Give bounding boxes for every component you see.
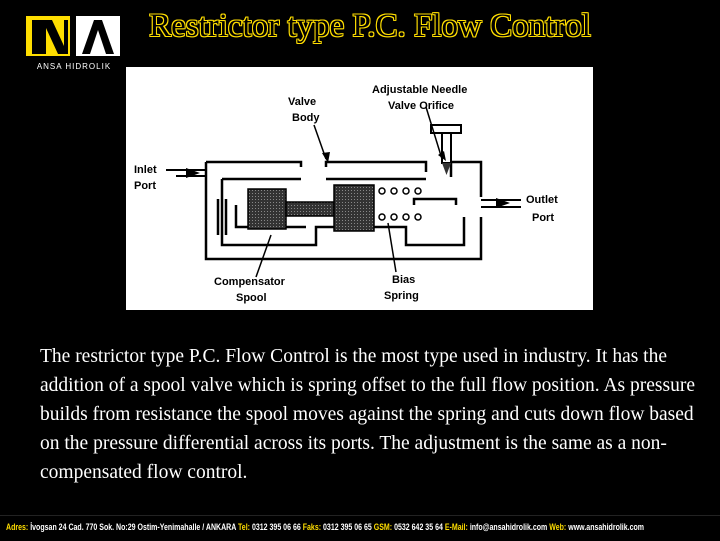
footer-email-link[interactable]: info@ansahidrolik.com xyxy=(469,522,548,532)
label-spool-1: Compensator xyxy=(214,276,286,288)
label-inlet-1: Inlet xyxy=(134,164,157,176)
logo-mark-icon xyxy=(26,16,120,56)
footer-web-key: Web: xyxy=(549,522,567,532)
footer-address: İvogsan 24 Cad. 770 Sok. No:29 Ostim-Yen… xyxy=(30,522,237,532)
label-spool-2: Spool xyxy=(236,292,267,304)
needle-valve xyxy=(430,124,462,175)
label-spring-1: Bias xyxy=(392,274,415,286)
needle-pointer-icon xyxy=(438,151,446,161)
body-pointer-icon xyxy=(322,152,330,163)
label-outlet-1: Outlet xyxy=(526,194,558,206)
footer-contact: Adres: İvogsan 24 Cad. 770 Sok. No:29 Os… xyxy=(6,522,708,532)
footer-gsm-key: GSM: xyxy=(373,522,393,532)
footer-tel: 0312 395 06 66 xyxy=(251,522,301,532)
slide-title: Restrictor type P.C. Flow Control xyxy=(149,8,591,44)
footer-tel-key: Tel: xyxy=(238,522,250,532)
label-valve-body-2: Body xyxy=(292,112,320,124)
footer-address-key: Adres: xyxy=(6,522,29,532)
label-needle-2: Valve Orifice xyxy=(388,100,454,112)
footer-fax: 0312 395 06 65 xyxy=(323,522,372,532)
label-inlet-2: Port xyxy=(134,180,156,192)
footer-email-key: E-Mail: xyxy=(444,522,468,532)
label-spring-2: Spring xyxy=(384,290,419,302)
label-valve-body-1: Valve xyxy=(288,96,316,108)
footer-bar: Adres: İvogsan 24 Cad. 770 Sok. No:29 Os… xyxy=(0,515,720,541)
footer-web-link[interactable]: www.ansahidrolik.com xyxy=(568,522,645,532)
label-needle-1: Adjustable Needle xyxy=(372,84,467,96)
compensator-spool xyxy=(247,184,375,232)
logo-text: ANSA HIDROLIK xyxy=(36,62,112,71)
valve-body xyxy=(204,160,483,261)
logo: ANSA HIDROLIK xyxy=(22,10,126,76)
inlet-arrow-icon xyxy=(186,168,200,178)
footer-gsm: 0532 642 35 64 xyxy=(394,522,443,532)
label-outlet-2: Port xyxy=(532,212,554,224)
bias-spring xyxy=(378,187,422,221)
flow-control-diagram: Valve Body Adjustable Needle Valve Orifi… xyxy=(126,67,593,310)
outlet-arrow-icon xyxy=(496,198,510,208)
description-text: The restrictor type P.C. Flow Control is… xyxy=(40,346,695,483)
footer-fax-key: Faks: xyxy=(302,522,322,532)
